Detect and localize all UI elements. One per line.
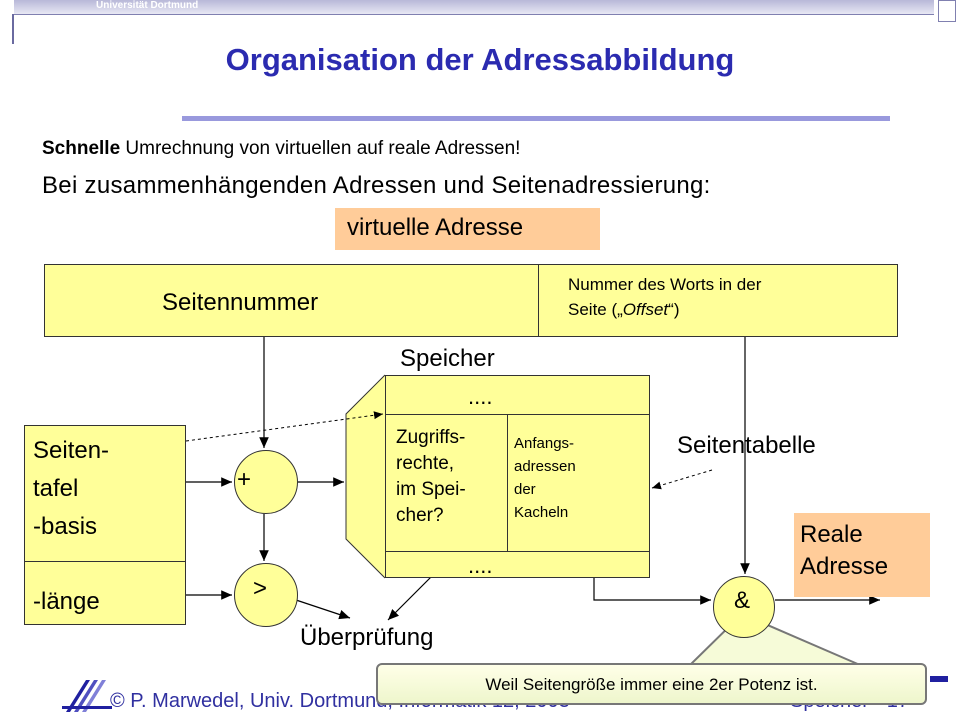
intro-rest: Umrechnung von virtuellen auf reale Adre… [120,138,521,159]
start-addresses-line: der [514,481,536,498]
start-addresses-line: Kacheln [514,504,569,521]
comparator-circle [234,563,298,627]
page-table-base-line: Seiten- [33,437,110,464]
access-rights-line: rechte, [396,453,455,474]
memory-entry [385,414,650,552]
footer-accent [930,676,948,682]
callout-box [376,663,927,705]
offset-line-1: Nummer des Worts in der [568,275,762,294]
comparator-sign: > [253,575,268,602]
start-addresses-label: Anfangs- adressen der Kacheln [514,432,576,524]
left-rule [12,14,14,44]
start-addresses-line: adressen [514,458,576,475]
concat-circle [713,576,775,638]
access-rights-line: cher? [396,505,444,526]
real-address-line: Adresse [800,553,889,580]
virtual-address-divider [538,264,539,337]
callout-text: Weil Seitengröße immer eine 2er Potenz i… [485,675,818,694]
memory-dots-top: .... [468,384,493,409]
institution-label: Universität Dortmund [96,0,199,11]
memory-bottom-cell [385,551,650,578]
slide-title: Organisation der Adressabbildung [225,42,735,77]
access-rights-line: Zugriffs- [396,427,466,448]
corner-frame [938,0,956,22]
real-address-box: Reale Adresse [794,513,930,597]
offset-label: Nummer des Worts in der Seite („Offset“) [568,272,761,322]
adder-circle [234,450,298,514]
page-table-base-line: -basis [33,513,98,540]
page-table-length-label: -länge [33,588,100,615]
page-table-register [24,425,186,625]
memory-entry-divider [507,414,508,552]
adder-sign: + [237,466,252,493]
memory-top-cell [385,375,650,415]
offset-line-2: Seite („Offset“) [568,297,761,322]
title-rule [182,116,890,121]
university-logo-icon [62,680,112,712]
header-band [14,0,934,15]
page-number-label: Seitennummer [162,289,319,316]
concat-sign: & [734,587,751,614]
real-address-line: Reale [800,521,863,548]
page-table-register-divider [24,561,186,562]
page-table-base-label: Seiten- tafel -basis [33,432,109,546]
intro-bold: Schnelle [42,138,121,159]
check-label: Überprüfung [300,624,434,651]
intro-line-1: Schnelle Umrechnung von virtuellen auf r… [42,138,520,160]
virtual-address-label: virtuelle Adresse [335,208,600,250]
intro-line-2: Bei zusammenhängenden Adressen und Seite… [42,172,711,199]
offset-italic: Offset [622,300,669,319]
page-table-base-line: tafel [33,475,79,502]
page-table-label: Seitentabelle [677,432,816,459]
access-rights-label: Zugriffs- rechte, im Spei- cher? [396,425,466,529]
memory-label: Speicher [400,345,495,372]
virtual-address-box [44,264,898,337]
start-addresses-line: Anfangs- [514,435,575,452]
memory-dots-bottom: .... [468,553,493,578]
offset-prefix: Seite („ [568,300,623,319]
access-rights-line: im Spei- [396,479,466,500]
offset-suffix: “) [668,300,680,319]
